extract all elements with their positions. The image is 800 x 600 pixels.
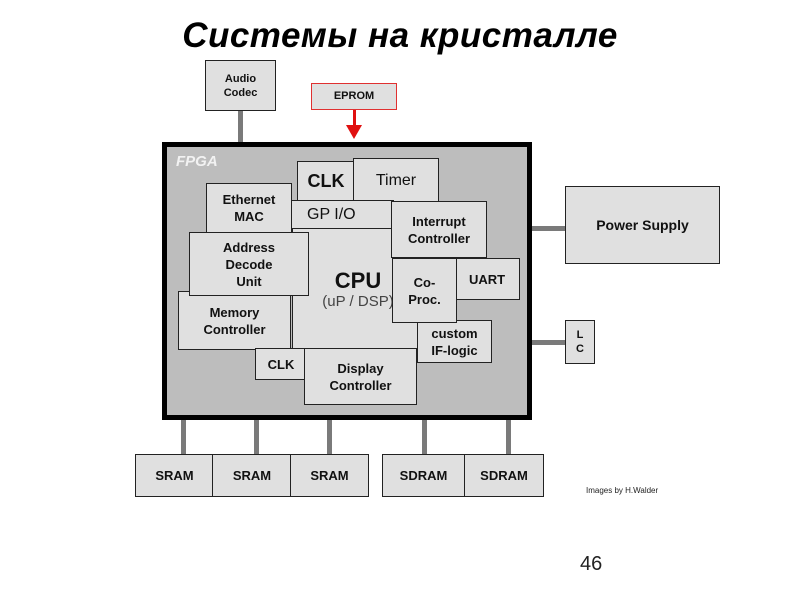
eprom-arrow-shaft — [353, 110, 356, 128]
power-supply-connector — [532, 226, 566, 231]
eprom-arrow-head-icon — [346, 125, 362, 139]
display-controller-block: Display Controller — [304, 348, 417, 405]
clk-bottom-block: CLK — [255, 348, 307, 380]
power-supply-block: Power Supply — [565, 186, 720, 264]
image-credit: Images by H.Walder — [586, 486, 659, 495]
sram-1-block: SRAM — [135, 454, 214, 497]
uart-block: UART — [454, 258, 520, 300]
sdram-2-connector — [506, 420, 511, 455]
sdram-1-connector — [422, 420, 427, 455]
fpga-label: FPGA — [176, 153, 218, 170]
sdram-1-block: SDRAM — [382, 454, 465, 497]
sdram-2-block: SDRAM — [464, 454, 544, 497]
page-number: 46 — [580, 553, 603, 575]
slide-title: Системы на кристалле — [182, 16, 618, 55]
gpio-block: GP I/O — [290, 200, 394, 229]
ethernet-mac-block: Ethernet MAC — [206, 183, 292, 233]
coprocessor-block: Co- Proc. — [392, 258, 457, 323]
cpu-sublabel: (uP / DSP) — [322, 292, 394, 310]
memory-controller-block: Memory Controller — [178, 291, 291, 350]
sram-1-connector — [181, 420, 186, 455]
timer-block: Timer — [353, 158, 439, 202]
lc-block: L C — [565, 320, 595, 364]
sram-2-connector — [254, 420, 259, 455]
sram-2-block: SRAM — [212, 454, 292, 497]
eprom-block: EPROM — [311, 83, 397, 110]
clk-top-block: CLK — [297, 161, 355, 201]
cpu-label: CPU — [334, 267, 382, 293]
interrupt-controller-block: Interrupt Controller — [391, 201, 487, 258]
audio-codec-block: Audio Codec — [205, 60, 276, 111]
audio-codec-connector — [238, 111, 243, 144]
lc-connector — [532, 340, 566, 345]
address-decode-unit-block: Address Decode Unit — [189, 232, 309, 296]
sram-3-connector — [327, 420, 332, 455]
sram-3-block: SRAM — [290, 454, 369, 497]
custom-if-logic-block: custom IF-logic — [417, 320, 492, 363]
